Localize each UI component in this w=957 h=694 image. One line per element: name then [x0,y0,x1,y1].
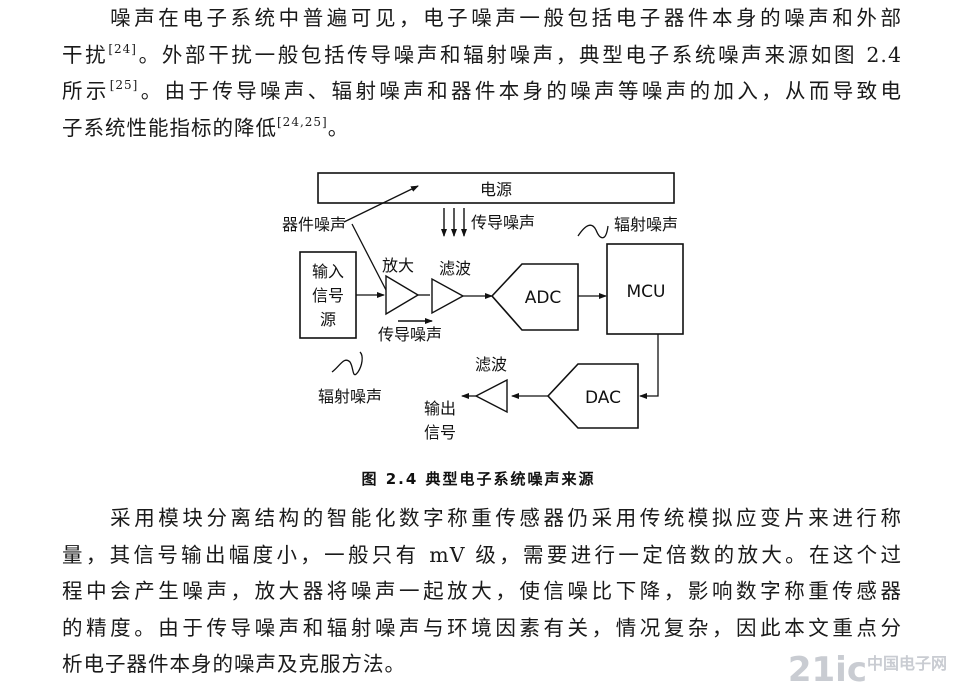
text-fragment: 。 [327,115,350,140]
citation-ref: [24,25] [277,114,328,129]
output-signal-label: 输出 [424,399,456,418]
citation-ref: [25] [109,78,139,92]
dac-block [546,363,639,429]
citation-ref: [24] [108,41,137,56]
radiated-noise-wave-right [577,224,609,239]
text-fragment: 。外部干扰一般包括传导噪声和辐射噪声，典型电子系统噪声来源如图 2.4 [137,42,902,67]
noise-source-diagram: 电源 器件噪声 传导噪声 辐射噪声 输入 信号 源 放大 滤波 传导噪声 ADC… [282,172,684,442]
text-line: 噪声在电子系统中普遍可见，电子噪声一般包括电子器件本身的噪声和外部 [62,6,902,30]
input-source-label: 输入 [312,262,344,281]
text-line: 采用模块分离结构的智能化数字称重传感器仍采用传统模拟应变片来进行称 [62,506,902,530]
text-line: 的精度。由于传导噪声和辐射噪声与环境因素有关，情况复杂，因此本文重点分 [62,615,902,640]
text-fragment: 子系统性能指标的降低 [62,115,277,140]
text-line: 所示[25]。由于传导噪声、辐射噪声和器件本身的噪声等噪声的加入，从而导致电 [62,73,902,110]
text-fragment: 。由于传导噪声、辐射噪声和器件本身的噪声等噪声的加入，从而导致电 [138,79,903,103]
power-bar [317,172,675,204]
filter-symbol [431,277,465,315]
input-source-box [299,251,357,339]
text-line: 量，其信号输出幅度小，一般只有 mV 级，需要进行一定倍数的放大。在这个过 [62,542,902,567]
filter-label: 滤波 [475,355,507,374]
figure-caption: 图 2.4 典型电子系统噪声来源 [361,470,596,488]
conducted-noise-bottom-label: 传导噪声 [378,325,442,344]
watermark-logo: 21ic中国电子网 [787,650,947,690]
text-line: 程中会产生噪声，放大器将噪声一起放大，使信噪比下降，影响数字称重传感器 [62,579,902,603]
amplify-label: 放大 [382,256,414,275]
text-line: 析电子器件本身的噪声及克服方法。 [62,652,406,676]
mcu-label: MCU [627,282,666,302]
paragraph-body: 采用模块分离结构的智能化数字称重传感器仍采用传统模拟应变片来进行称 量，其信号输… [62,500,902,683]
device-noise-arrow [343,185,419,223]
radiated-noise-wave-left [331,351,363,376]
dac-label: DAC [585,388,621,408]
text-line: 子系统性能指标的降低[24,25]。 [62,110,902,147]
device-noise-label: 器件噪声 [282,215,346,234]
filter-symbol [474,378,508,414]
radiated-noise-right-label: 辐射噪声 [614,215,678,234]
mcu-block [606,243,684,335]
radiated-noise-left-label: 辐射噪声 [318,387,382,406]
filter-label: 滤波 [439,259,471,278]
input-source-label: 源 [320,310,336,329]
amplifier-symbol [385,274,420,316]
device-noise-to-amp [351,223,387,291]
input-source-label: 信号 [312,286,344,305]
text-fragment: 干扰 [62,42,109,67]
signal-arrow [639,334,659,399]
output-signal-label: 信号 [424,423,456,442]
power-label: 电源 [480,180,512,199]
conducted-noise-top-label: 传导噪声 [471,213,535,232]
conducted-noise-arrows [441,208,467,237]
paragraph-intro: 噪声在电子系统中普遍可见，电子噪声一般包括电子器件本身的噪声和外部 干扰[24]… [62,0,902,146]
text-line: 干扰[24]。外部干扰一般包括传导噪声和辐射噪声，典型电子系统噪声来源如图 2.… [62,37,902,74]
adc-label: ADC [525,288,562,308]
text-fragment: 所示 [62,79,110,103]
adc-block [490,263,579,331]
